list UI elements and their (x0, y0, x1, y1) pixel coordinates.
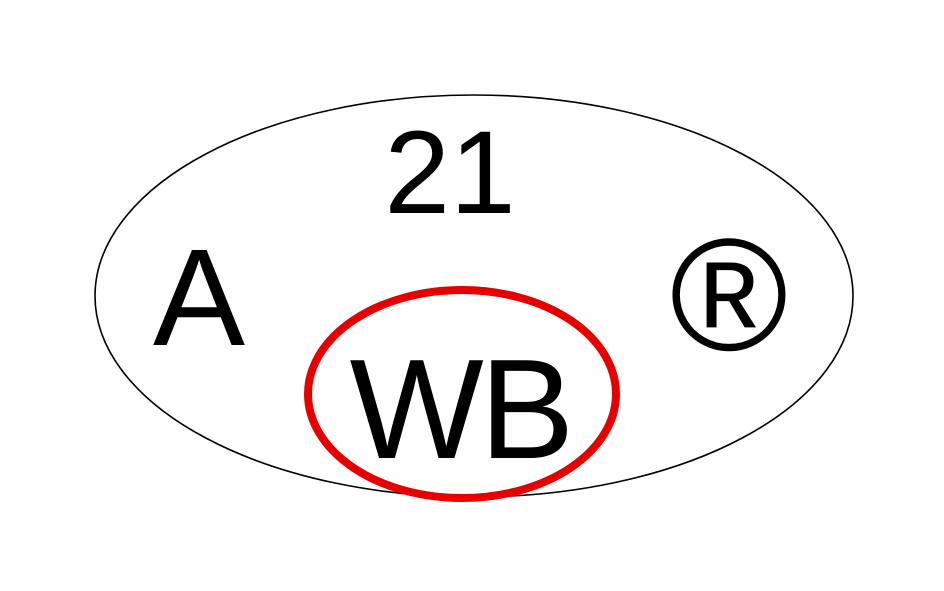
mark-left-letter: A (153, 221, 245, 375)
registered-symbol: ® (670, 205, 788, 384)
mark-number: 21 (384, 107, 515, 239)
highlight-ellipse (304, 286, 620, 502)
mark-center-letters: WB (350, 330, 571, 489)
